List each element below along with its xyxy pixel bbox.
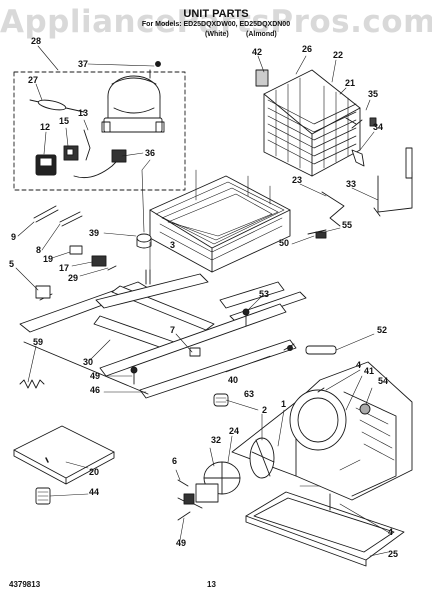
- callout-7: 7: [170, 325, 176, 335]
- screw-6: [178, 480, 188, 486]
- callout-36: 36: [145, 148, 156, 158]
- callout-8: 8: [36, 245, 42, 255]
- callout-37: 37: [78, 59, 89, 69]
- callout-41: 41: [364, 366, 375, 376]
- tube-9: [34, 206, 58, 222]
- callout-3: 3: [170, 240, 176, 250]
- screw-29: [108, 266, 116, 270]
- callout-55: 55: [342, 220, 353, 230]
- callout-49a: 49: [90, 371, 101, 381]
- compressor-group: [14, 62, 185, 191]
- clip-35: [346, 118, 362, 128]
- callout-17: 17: [59, 263, 70, 273]
- callout-5: 5: [9, 259, 15, 269]
- callout-25: 25: [388, 549, 399, 559]
- callout-50: 50: [279, 238, 290, 248]
- callout-27: 27: [28, 75, 39, 85]
- callout-22: 22: [333, 50, 344, 60]
- callout-32: 32: [211, 435, 222, 445]
- model-numbers: For Models: ED25DQXDW00, ED25DQXDN00: [141, 21, 291, 28]
- callout-54: 54: [378, 376, 389, 386]
- part-19: [70, 246, 82, 254]
- callout-20: 20: [89, 467, 100, 477]
- roller-5: [36, 286, 50, 298]
- grommet-63: [214, 394, 228, 406]
- callout-26: 26: [302, 44, 313, 54]
- overload-15: [64, 146, 78, 160]
- callout-9: 9: [11, 232, 17, 242]
- callout-21: 21: [345, 78, 356, 88]
- part-54: [360, 404, 370, 414]
- callout-40: 40: [228, 375, 239, 385]
- bracket-23: [322, 192, 344, 226]
- leader-lines: [16, 46, 388, 556]
- compressor: [102, 62, 164, 133]
- watermark: AppliancePartsPros.com: [0, 4, 432, 40]
- callout-42: 42: [252, 47, 263, 57]
- cord-36: [74, 150, 126, 178]
- callout-12: 12: [40, 122, 51, 132]
- clip-7: [190, 348, 200, 356]
- callout-1: 1: [281, 399, 287, 409]
- relay-12: [36, 155, 56, 175]
- grommet-39: [137, 234, 151, 242]
- bracket-13: [84, 130, 90, 160]
- part-17: [92, 256, 106, 266]
- callout-29: 29: [68, 273, 79, 283]
- fan-motor: [178, 462, 240, 508]
- callout-46: 46: [90, 385, 101, 395]
- page-number: 13: [207, 580, 216, 589]
- callout-6: 6: [172, 456, 178, 466]
- condenser-bracket-42: [256, 70, 268, 86]
- callout-4a: 4: [356, 360, 362, 370]
- callout-53: 53: [259, 289, 270, 299]
- callout-28: 28: [31, 36, 42, 46]
- compressor-group-box: [14, 72, 185, 190]
- callout-33: 33: [346, 179, 357, 189]
- callout-13: 13: [78, 108, 89, 118]
- callout-35: 35: [368, 89, 379, 99]
- fan-shroud: [232, 362, 412, 500]
- tube-52: [306, 346, 336, 354]
- drier-27: [30, 98, 84, 112]
- clamp-34: [352, 150, 364, 166]
- drain-pan-25: [246, 492, 404, 566]
- screw-49b: [178, 512, 190, 520]
- callout-23: 23: [292, 175, 303, 185]
- tube-8: [60, 212, 82, 226]
- callout-24: 24: [229, 426, 240, 436]
- callout-59: 59: [33, 337, 44, 347]
- callout-52: 52: [377, 325, 388, 335]
- callout-30: 30: [83, 357, 94, 367]
- color-white-label: (White): [205, 31, 229, 38]
- page-title: UNIT PARTS: [183, 8, 249, 20]
- spring-59: [20, 380, 44, 388]
- callout-49b: 49: [176, 538, 187, 548]
- color-almond-label: (Almond): [246, 31, 277, 38]
- fan-blade-2: [250, 438, 274, 478]
- screw-37: [156, 62, 161, 67]
- base-frame: [20, 270, 306, 398]
- callout-34: 34: [373, 122, 384, 132]
- callout-63: 63: [244, 389, 255, 399]
- document-number: 4379813: [9, 580, 41, 589]
- panel-20: [14, 426, 114, 484]
- heater-33: [374, 148, 412, 216]
- callout-39: 39: [89, 228, 100, 238]
- callout-44: 44: [89, 487, 100, 497]
- evaporator-coil: [150, 170, 290, 272]
- callout-15: 15: [59, 116, 70, 126]
- callout-2: 2: [262, 405, 268, 415]
- callout-4b: 4: [388, 527, 394, 537]
- screw-4a: [318, 388, 324, 392]
- callout-19: 19: [43, 254, 54, 264]
